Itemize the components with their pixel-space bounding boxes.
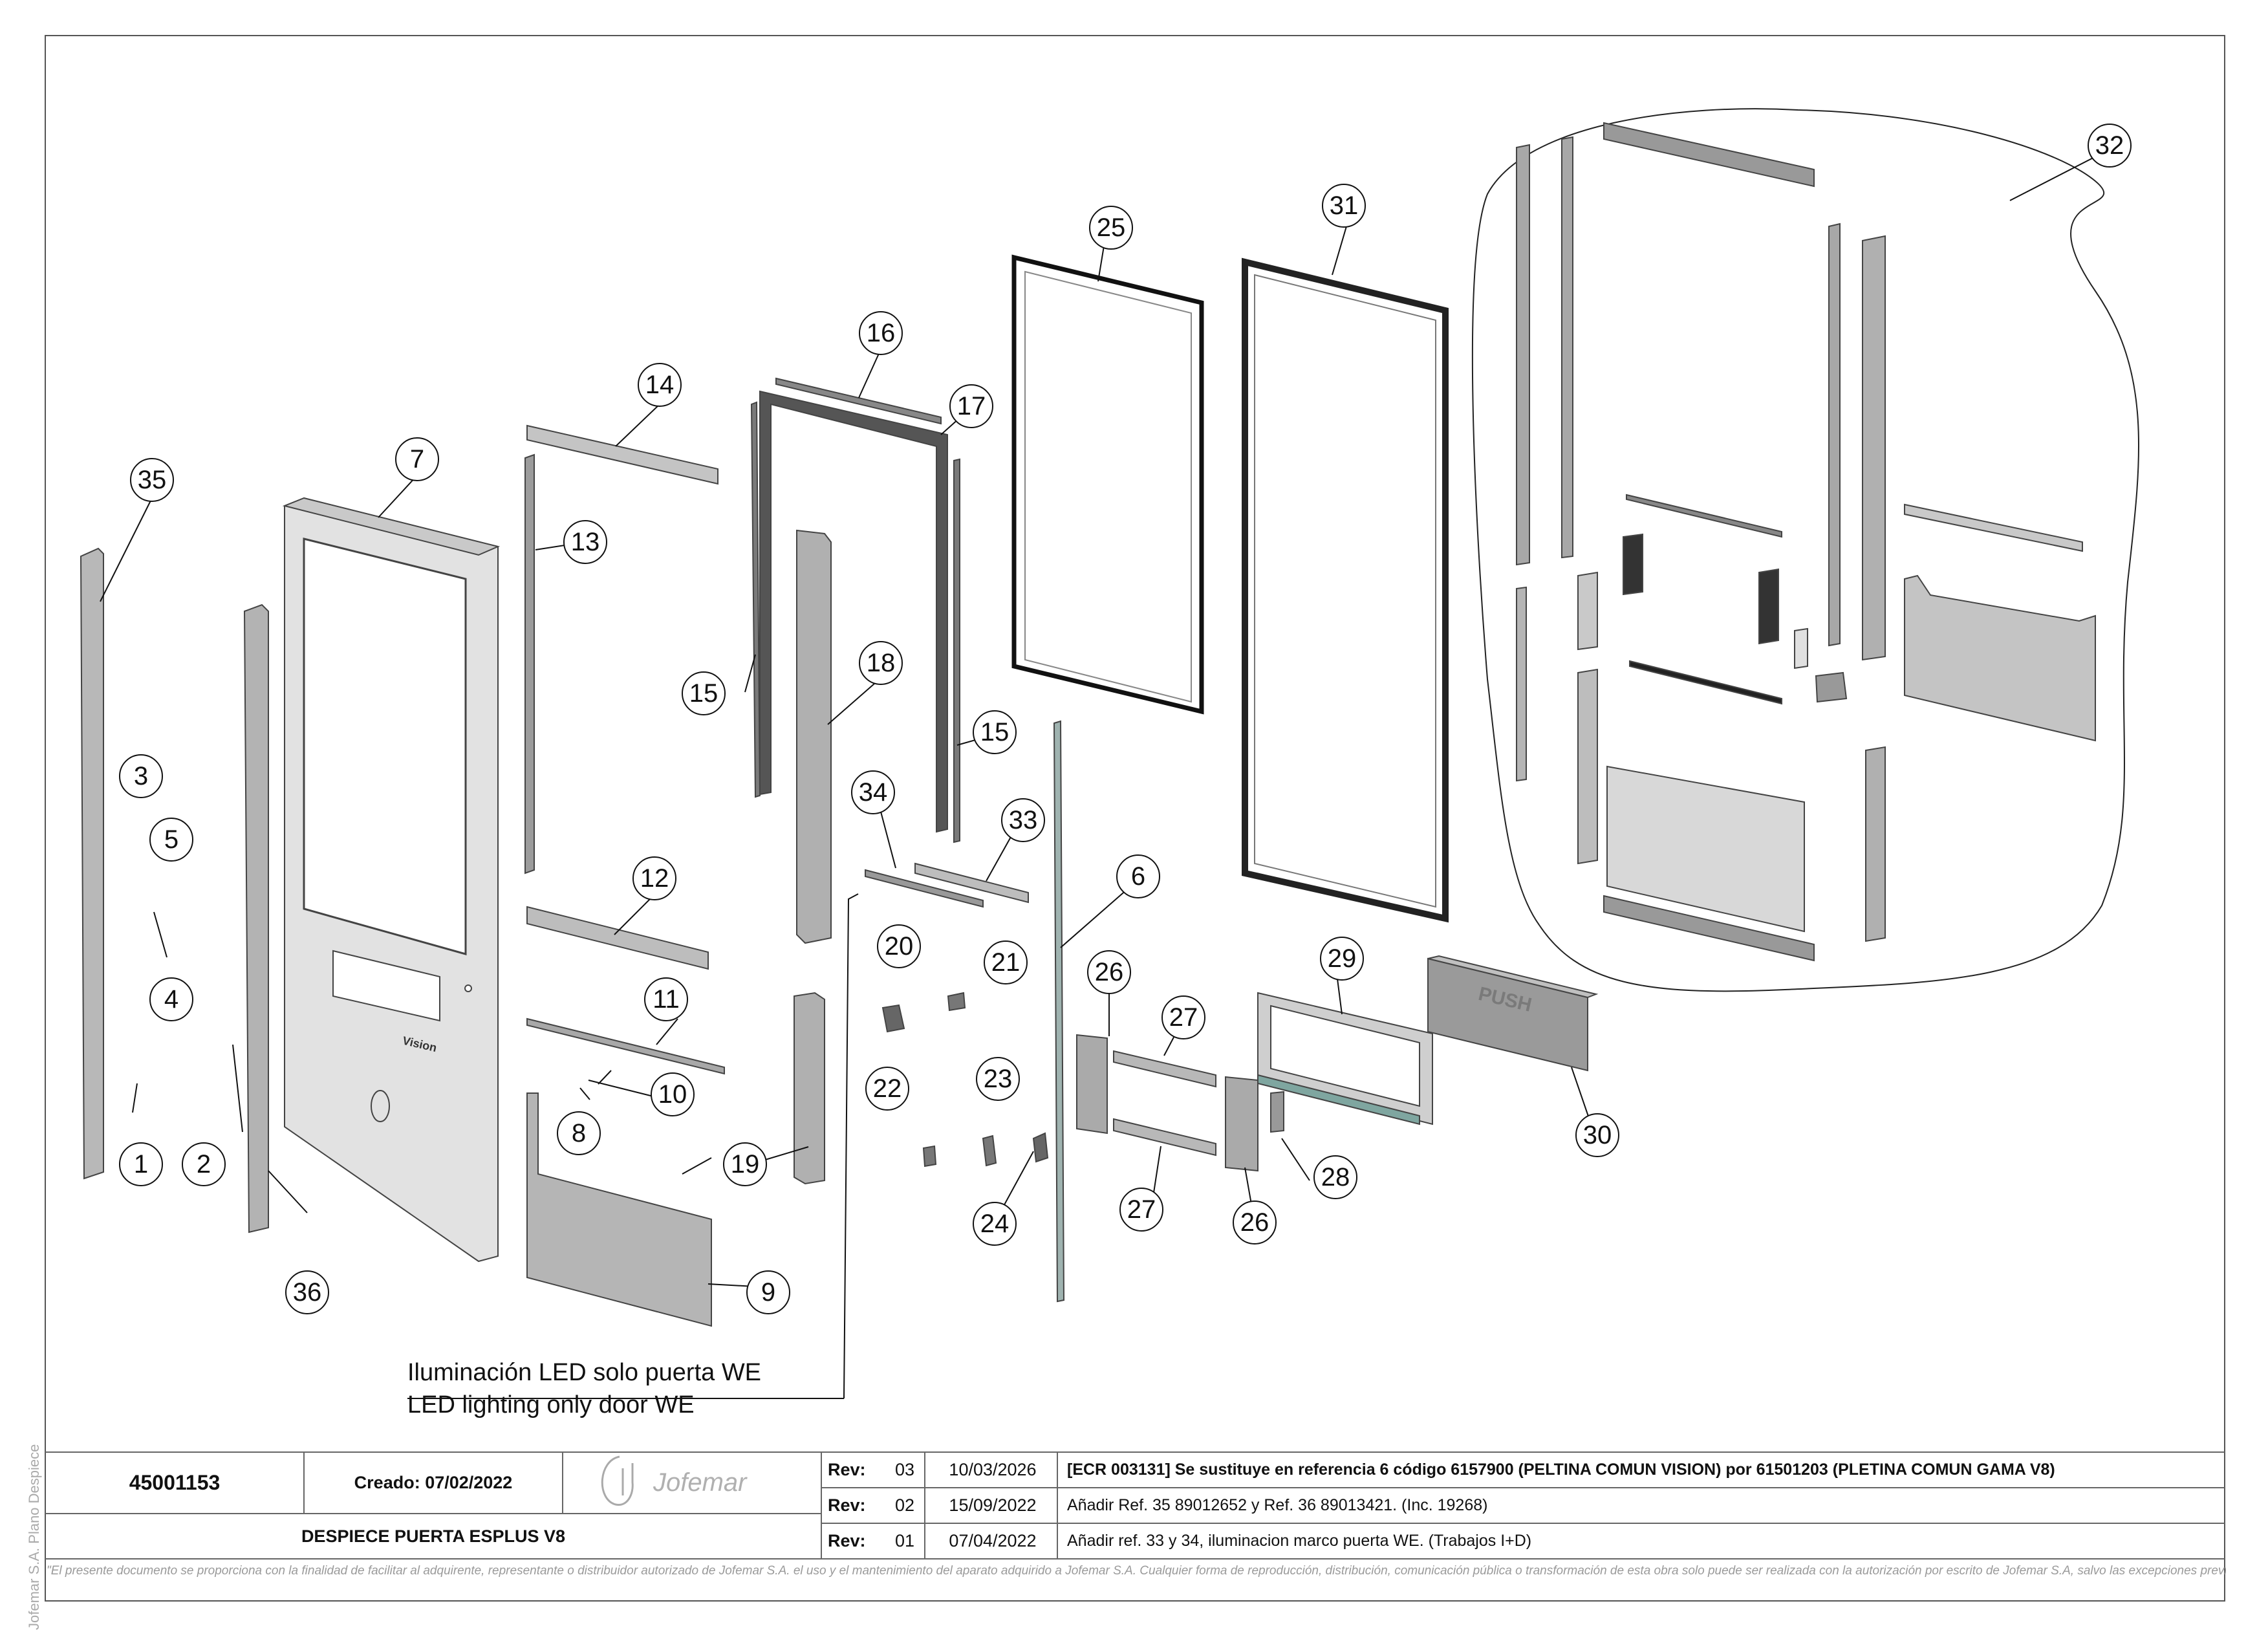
part-20-clip — [881, 1004, 905, 1033]
rev-description: Añadir ref. 33 y 34, iluminacion marco p… — [1067, 1532, 1532, 1550]
balloon-18: 18 — [859, 641, 903, 685]
balloon-7: 7 — [395, 437, 439, 481]
balloon-15: 15 — [682, 671, 726, 715]
led-note-en: LED lighting only door WE — [407, 1391, 695, 1418]
balloon-27: 27 — [1161, 995, 1205, 1039]
jofemar-logo — [601, 1455, 634, 1506]
part-28-part — [1270, 1091, 1284, 1133]
part-6-plate — [1053, 720, 1065, 1303]
balloon-27: 27 — [1119, 1188, 1163, 1232]
part-23-clip — [982, 1135, 997, 1167]
part-31-seal-frame — [1242, 257, 1449, 923]
led-note-es: Iluminación LED solo puerta WE — [407, 1358, 762, 1386]
balloon-31: 31 — [1322, 184, 1366, 228]
part-19-post — [794, 992, 825, 1185]
title-block-grid — [45, 1451, 2225, 1559]
part-26-plate-right — [1225, 1076, 1258, 1172]
region-32-parts — [1516, 122, 2096, 962]
part-12-rail — [526, 906, 709, 970]
balloon-24: 24 — [973, 1202, 1017, 1246]
rev-date: 07/04/2022 — [949, 1531, 1037, 1550]
part-15-profile-left — [750, 401, 761, 798]
part-36-post — [243, 603, 269, 1233]
balloon-16: 16 — [859, 311, 903, 355]
balloon-22: 22 — [865, 1067, 909, 1111]
part-13-rail — [524, 453, 535, 875]
part-15-profile-right — [953, 458, 960, 843]
rev-date: 10/03/2026 — [949, 1460, 1037, 1479]
balloon-19: 19 — [723, 1142, 767, 1186]
balloon-15: 15 — [973, 710, 1017, 754]
balloon-23: 23 — [976, 1057, 1020, 1101]
logo-text: Jofemar — [653, 1468, 747, 1497]
part-17-frame — [759, 390, 948, 833]
rev-date: 15/09/2022 — [949, 1495, 1037, 1515]
rev-number: 03 — [894, 1460, 915, 1479]
balloon-14: 14 — [638, 363, 682, 407]
balloon-9: 9 — [746, 1270, 790, 1314]
rev-label: Rev: — [828, 1531, 866, 1550]
balloon-12: 12 — [632, 856, 676, 900]
balloon-36: 36 — [285, 1270, 329, 1314]
balloon-10: 10 — [651, 1072, 695, 1116]
balloon-8: 8 — [557, 1111, 601, 1155]
part-22-clip — [922, 1145, 937, 1168]
balloon-17: 17 — [949, 384, 993, 428]
part-21-clip — [947, 992, 966, 1012]
balloon-29: 29 — [1320, 937, 1364, 981]
part-27-bar-bottom — [1113, 1118, 1216, 1157]
balloon-20: 20 — [877, 924, 921, 968]
part-24-clip — [1032, 1132, 1049, 1163]
part-35-profile — [80, 547, 104, 1180]
part-16-bar — [775, 377, 942, 425]
part-33-bar — [914, 862, 1029, 904]
rev-label: Rev: — [828, 1460, 866, 1479]
part-18-post — [796, 529, 832, 944]
balloon-5: 5 — [149, 818, 193, 862]
balloon-3: 3 — [119, 754, 163, 798]
balloon-21: 21 — [984, 940, 1028, 984]
rev-label: Rev: — [828, 1495, 866, 1515]
balloon-26: 26 — [1087, 950, 1131, 994]
balloon-26: 26 — [1233, 1201, 1277, 1244]
part-25-glass-frame — [1011, 254, 1204, 715]
part-34-bar — [865, 869, 984, 908]
part-29-frame — [1257, 992, 1433, 1125]
sheet-border — [45, 35, 2225, 1602]
balloon-25: 25 — [1089, 206, 1133, 250]
balloon-30: 30 — [1575, 1113, 1619, 1157]
rev-description: [ECR 003131] Se sustituye en referencia … — [1067, 1461, 2055, 1479]
disclaimer: "El presente documento se proporciona co… — [47, 1564, 2226, 1578]
rev-number: 01 — [894, 1531, 915, 1550]
rev-description: Añadir Ref. 35 89012652 y Ref. 36 890134… — [1067, 1496, 1488, 1514]
region-32-outline — [1471, 108, 2140, 992]
balloon-32: 32 — [2088, 124, 2132, 168]
balloon-28: 28 — [1313, 1155, 1357, 1199]
balloon-4: 4 — [149, 977, 193, 1021]
drawing-title: DESPIECE PUERTA ESPLUS V8 — [301, 1526, 566, 1546]
balloon-13: 13 — [563, 520, 607, 564]
part-26-plate-left — [1076, 1034, 1108, 1135]
doc-number: 45001153 — [129, 1471, 221, 1494]
part-27-bar-top — [1113, 1050, 1216, 1088]
balloon-1: 1 — [119, 1142, 163, 1186]
part-11-bar — [526, 1017, 725, 1075]
balloon-11: 11 — [644, 977, 688, 1021]
balloon-2: 2 — [182, 1142, 226, 1186]
balloon-6: 6 — [1116, 854, 1160, 898]
balloon-33: 33 — [1001, 798, 1045, 842]
part-14-rail — [526, 424, 718, 485]
rev-number: 02 — [894, 1495, 915, 1515]
created-date: Creado: 07/02/2022 — [354, 1473, 513, 1492]
part-9-plate — [526, 1092, 712, 1327]
balloon-34: 34 — [851, 770, 895, 814]
balloon-35: 35 — [130, 458, 174, 502]
